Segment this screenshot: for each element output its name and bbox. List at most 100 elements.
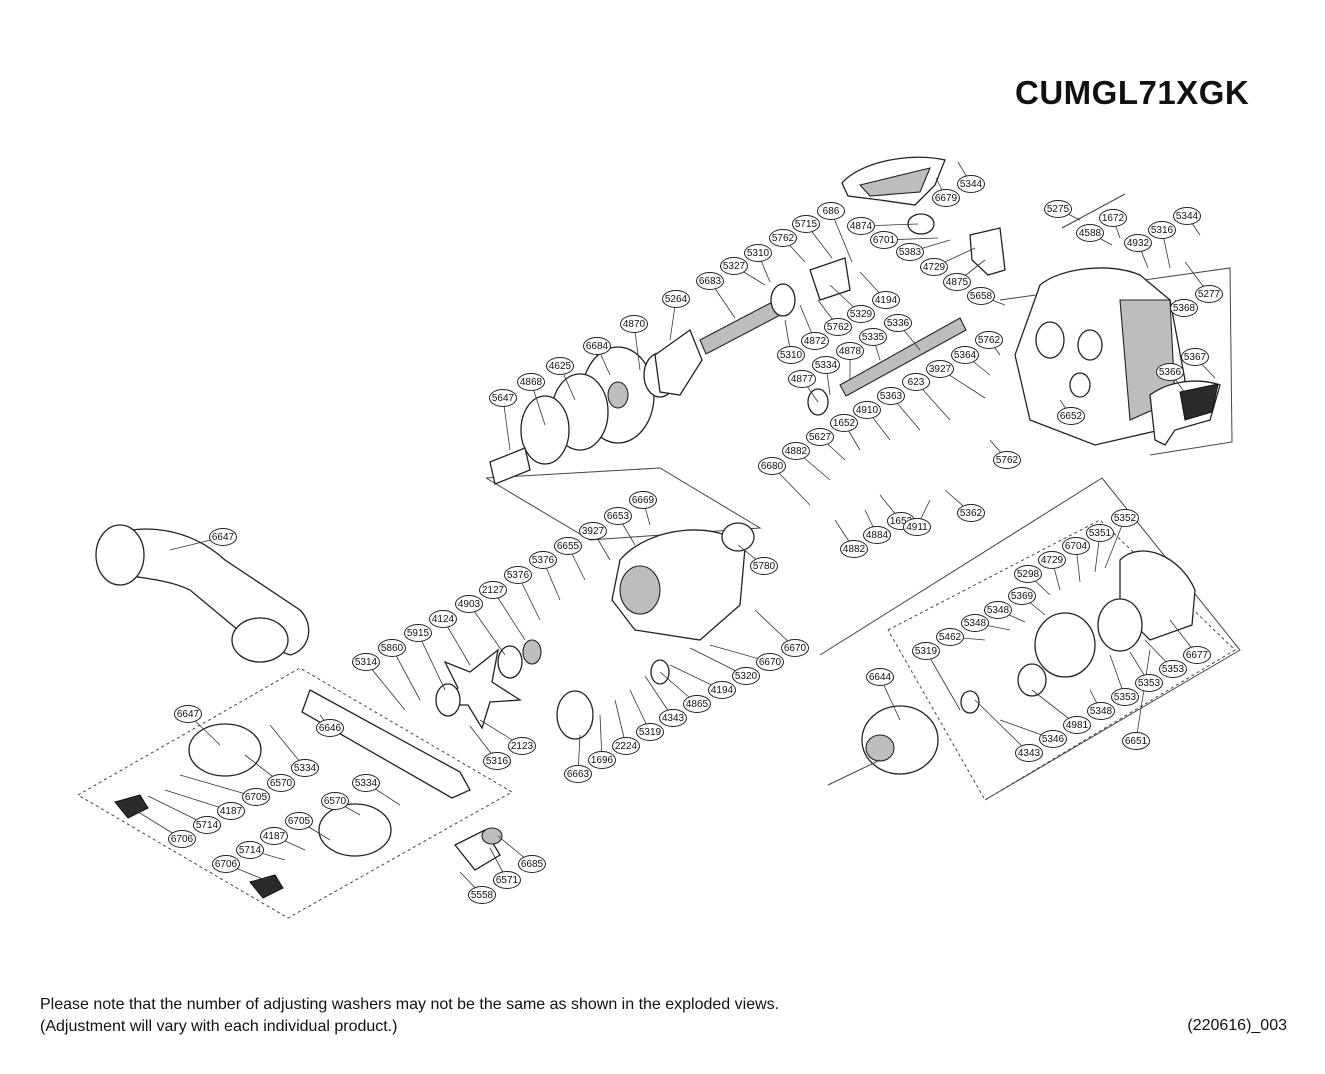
- ratchet-5264: [654, 328, 703, 396]
- part-callout-4865: 4865: [683, 695, 711, 713]
- callout-number: 4877: [791, 374, 814, 385]
- part-callout-5298: 5298: [1014, 565, 1042, 583]
- reel-frame: [1014, 267, 1186, 446]
- callout-number: 5348: [987, 605, 1010, 616]
- callout-bubble: [961, 614, 989, 632]
- callout-bubble: [870, 231, 898, 249]
- part-callout-2127: 2127: [479, 581, 507, 599]
- callout-leader: [1135, 649, 1151, 742]
- callout-bubble: [750, 557, 778, 575]
- part-callout-6646: 6646: [316, 719, 344, 737]
- part-callout-623: 623: [902, 373, 930, 391]
- callout-bubble: [756, 653, 784, 671]
- part-callout-5362: 5362: [957, 504, 985, 522]
- callout-bubble: [1099, 209, 1127, 227]
- part-callout-6679: 6679: [932, 189, 960, 207]
- part-callout-5334: 5334: [291, 759, 319, 777]
- callout-number: 6706: [215, 859, 238, 870]
- callout-bubble: [285, 812, 313, 830]
- callout-number: 4910: [856, 405, 879, 416]
- callout-bubble: [863, 526, 891, 544]
- callout-number: 2224: [615, 741, 638, 752]
- callout-bubble: [468, 886, 496, 904]
- callout-bubble: [217, 802, 245, 820]
- part-callout-6570: 6570: [321, 792, 349, 810]
- drive-shaft-sleeve: [489, 447, 531, 485]
- callout-number: 4729: [923, 262, 946, 273]
- spool-hub: [865, 734, 895, 762]
- top-cover: [841, 156, 946, 206]
- cast-control-cap-6663: [556, 690, 594, 740]
- callout-number: 6651: [1125, 736, 1148, 747]
- callout-bubble: [260, 827, 288, 845]
- clutch-lever-4875: [969, 227, 1006, 276]
- callout-number: 4911: [906, 522, 928, 533]
- callout-bubble: [1014, 565, 1042, 583]
- part-callout-1696: 1696: [588, 751, 616, 769]
- part-callout-3927: 3927: [926, 360, 954, 378]
- callout-number: 5346: [1042, 734, 1065, 745]
- callout-bubble: [1170, 299, 1198, 317]
- part-callout-6570: 6570: [267, 774, 295, 792]
- part-callout-4872: 4872: [801, 332, 829, 350]
- part-callout-5383: 5383: [896, 243, 924, 261]
- clutch-plate-5329: [809, 257, 851, 301]
- callout-number: 5264: [665, 294, 688, 305]
- callout-number: 5376: [507, 570, 530, 581]
- part-callout-6651: 6651: [1122, 732, 1150, 750]
- callout-bubble: [708, 681, 736, 699]
- handle-knob-right: [231, 617, 289, 663]
- part-callout-5376: 5376: [504, 566, 532, 584]
- part-callout-5344: 5344: [1173, 207, 1201, 225]
- callout-number: 5369: [1011, 591, 1034, 602]
- callout-bubble: [588, 751, 616, 769]
- spool-assembly: [827, 550, 1196, 786]
- callout-number: 1696: [591, 755, 614, 766]
- part-callout-4187: 4187: [260, 827, 288, 845]
- callout-bubble: [720, 257, 748, 275]
- part-callout-6652: 6652: [1057, 407, 1085, 425]
- spool-shaft: [827, 759, 881, 786]
- callout-number: 4343: [662, 713, 685, 724]
- leader-lines: [134, 161, 1216, 896]
- callout-number: 686: [823, 206, 840, 217]
- bearing-4343-spool: [960, 690, 980, 714]
- callout-number: 5363: [880, 391, 903, 402]
- callout-bubble: [872, 291, 900, 309]
- part-callout-5353: 5353: [1111, 688, 1139, 706]
- part-callout-4884: 4884: [863, 526, 891, 544]
- callout-number: 6644: [869, 672, 892, 683]
- part-callout-686: 686: [817, 202, 845, 220]
- callout-bubble: [579, 522, 607, 540]
- part-callout-5310: 5310: [777, 346, 805, 364]
- part-callout-1652: 1652: [830, 414, 858, 432]
- callout-bubble: [932, 189, 960, 207]
- drive-gear-hub: [607, 381, 629, 409]
- callout-number: 5335: [862, 332, 885, 343]
- part-callout-6704: 6704: [1062, 537, 1090, 555]
- part-callout-6670: 6670: [756, 653, 784, 671]
- callout-bubble: [483, 752, 511, 770]
- part-callout-5353: 5353: [1135, 674, 1163, 692]
- callout-bubble: [1183, 646, 1211, 664]
- callout-bubble: [508, 737, 536, 755]
- callout-number: 5344: [1176, 211, 1199, 222]
- callout-number: 5647: [492, 393, 515, 404]
- knob-cap-6706-a: [114, 794, 149, 819]
- part-callout-2123: 2123: [508, 737, 536, 755]
- callout-bubble: [546, 357, 574, 375]
- callout-number: 5376: [532, 555, 555, 566]
- part-callout-5376: 5376: [529, 551, 557, 569]
- callout-number: 4865: [686, 699, 709, 710]
- callout-number: 5462: [939, 632, 962, 643]
- part-callout-4187: 4187: [217, 802, 245, 820]
- callout-number: 6647: [177, 709, 200, 720]
- callout-bubble: [830, 414, 858, 432]
- callout-bubble: [659, 709, 687, 727]
- callout-bubble: [847, 217, 875, 235]
- part-callout-6647: 6647: [174, 705, 202, 723]
- callout-bubble: [1122, 732, 1150, 750]
- part-callout-4343: 4343: [659, 709, 687, 727]
- part-callout-5316: 5316: [483, 752, 511, 770]
- callout-bubble: [493, 871, 521, 889]
